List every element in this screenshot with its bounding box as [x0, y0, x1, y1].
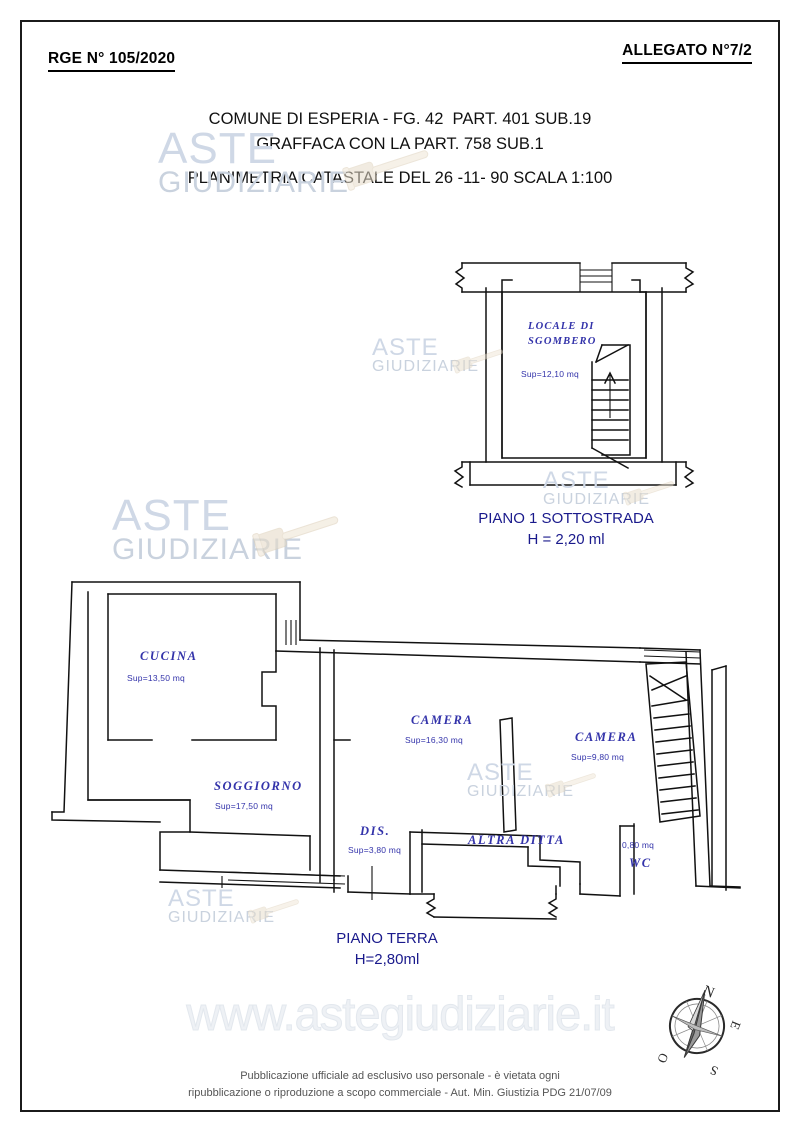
ground-plan-caption: PIANO TERRA H=2,80ml — [262, 928, 512, 970]
attachment-number-label: ALLEGATO N°7/2 — [622, 42, 752, 64]
compass-rose: N E S O — [645, 972, 750, 1079]
room-name-wc: WC — [629, 856, 652, 870]
room-area-cucina: Sup=13,50 mq — [127, 673, 185, 683]
footer-line-2: ripubblicazione o riproduzione a scopo c… — [188, 1087, 612, 1099]
upper-room-name-line1: LOCALE DI — [528, 321, 595, 332]
upper-room-area: Sup=12,10 mq — [521, 369, 579, 379]
title-line-2: GRAFFACA CON LA PART. 758 SUB.1 — [256, 135, 544, 153]
upper-plan-caption-line1: PIANO 1 SOTTOSTRADA — [478, 510, 654, 527]
room-area-camera-1: Sup=16,30 mq — [405, 735, 463, 745]
title-line-1: COMUNE DI ESPERIA - FG. 42 PART. 401 SUB… — [208, 110, 592, 128]
watermark-url: www.astegiudiziarie.it — [186, 987, 615, 1041]
footer-line-1: Pubblicazione ufficiale ad esclusivo uso… — [240, 1070, 560, 1082]
room-name-cucina: CUCINA — [140, 649, 198, 663]
ground-plan-walls — [51, 581, 741, 920]
upper-plan-walls — [453, 262, 695, 489]
upper-room-name-line2: SGOMBERO — [528, 336, 597, 347]
room-name-camera-1: CAMERA — [411, 713, 474, 727]
room-name-altra-ditta: ALTRA DITTA — [468, 833, 565, 847]
upper-plan-caption-line2: H = 2,20 ml — [527, 531, 605, 548]
case-number-label: RGE N° 105/2020 — [48, 50, 176, 72]
footer-legal-notice: Pubblicazione ufficiale ad esclusivo uso… — [0, 1068, 800, 1102]
document-title-block: COMUNE DI ESPERIA - FG. 42 PART. 401 SUB… — [0, 107, 800, 191]
room-name-camera-2: CAMERA — [575, 730, 638, 744]
room-area-soggiorno: Sup=17,50 mq — [215, 801, 273, 811]
ground-plan-caption-line1: PIANO TERRA — [336, 930, 438, 947]
upper-plan-caption: PIANO 1 SOTTOSTRADA H = 2,20 ml — [436, 508, 696, 550]
compass-label-east: E — [727, 1019, 744, 1032]
room-area-dis: Sup=3,80 mq — [348, 845, 402, 855]
compass-label-west: O — [654, 1051, 671, 1065]
room-name-dis: DIS. — [360, 824, 391, 838]
room-area-camera-2: Sup=9,80 mq — [571, 752, 625, 762]
room-name-soggiorno: SOGGIORNO — [214, 779, 303, 793]
room-area-wc: 0,80 mq — [622, 840, 655, 850]
page-border-frame — [20, 20, 780, 1112]
ground-plan-caption-line2: H=2,80ml — [354, 951, 420, 968]
